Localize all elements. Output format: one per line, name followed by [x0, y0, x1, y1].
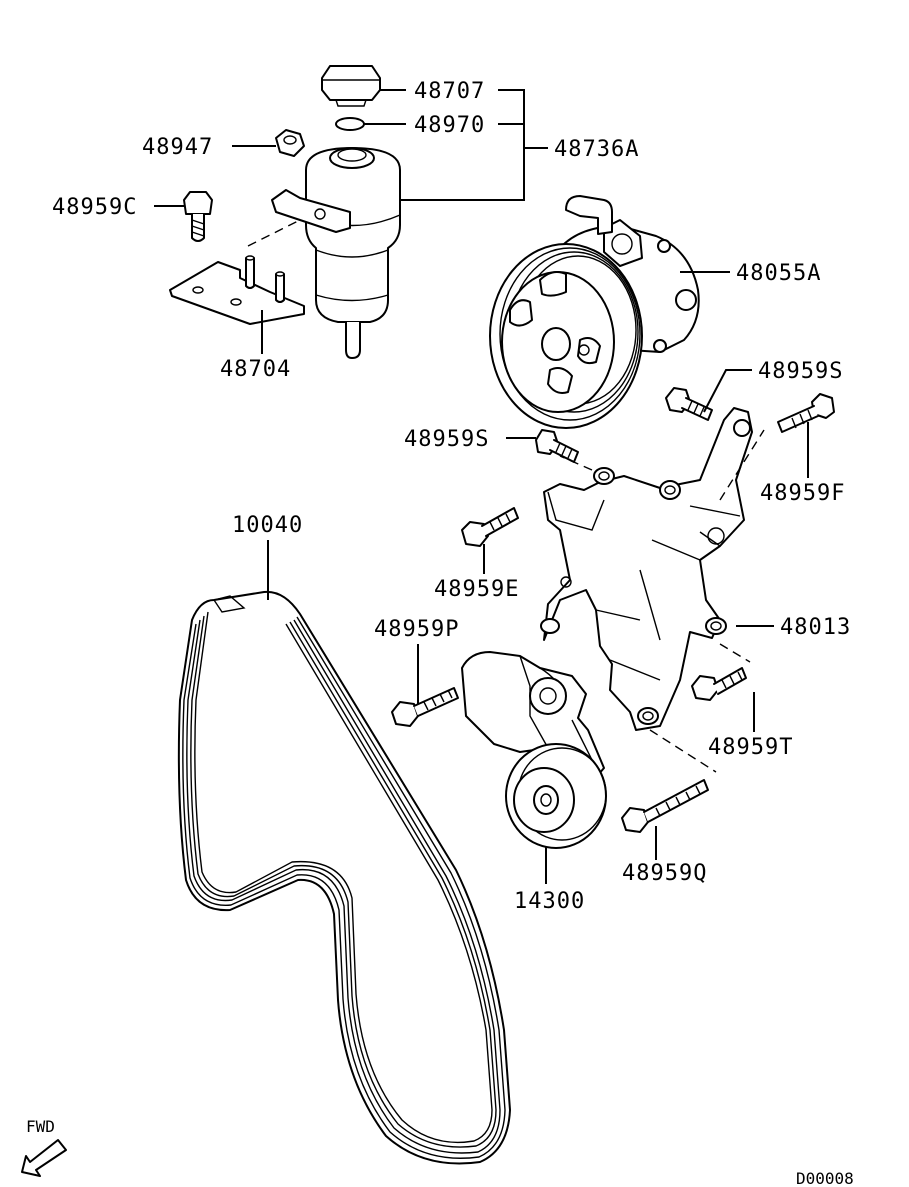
- label-o-ring: 48970: [414, 113, 485, 138]
- label-reservoir-assy: 48736A: [554, 137, 639, 162]
- label-bolt-p: 48959P: [374, 617, 459, 642]
- bolt-f[interactable]: [777, 393, 835, 433]
- label-bolt-t: 48959T: [708, 735, 793, 760]
- diagram-code: D00008: [796, 1169, 854, 1187]
- label-pump-bracket: 48013: [780, 615, 851, 640]
- label-tensioner: 14300: [514, 889, 585, 914]
- belt-tensioner[interactable]: [461, 651, 607, 849]
- power-steering-pump[interactable]: [489, 195, 700, 429]
- label-bolt-e: 48959E: [434, 577, 519, 602]
- pump-bracket[interactable]: [540, 407, 753, 731]
- label-cap: 48707: [414, 79, 485, 104]
- bolt-e[interactable]: [461, 507, 519, 547]
- label-belt: 10040: [232, 513, 303, 538]
- bolt-t[interactable]: [691, 667, 747, 701]
- bolt-p[interactable]: [391, 687, 459, 727]
- fwd-label: FWD: [26, 1117, 55, 1136]
- bolt-s-lower[interactable]: [535, 429, 579, 463]
- nut[interactable]: [275, 129, 305, 157]
- reservoir-bracket[interactable]: [169, 255, 305, 325]
- bolt-q[interactable]: [621, 779, 709, 833]
- label-bolt-c: 48959C: [52, 195, 137, 220]
- leader-lines: [154, 89, 809, 884]
- label-bolt-s-lower: 48959S: [404, 427, 489, 452]
- reservoir-cap[interactable]: [321, 65, 381, 107]
- bolt-s-upper[interactable]: [665, 387, 713, 421]
- label-bolt-s-upper: 48959S: [758, 359, 843, 384]
- label-nut: 48947: [142, 135, 213, 160]
- label-bolt-f: 48959F: [760, 481, 845, 506]
- label-bolt-q: 48959Q: [622, 861, 707, 886]
- label-bracket: 48704: [220, 357, 291, 382]
- label-pump: 48055A: [736, 261, 821, 286]
- o-ring[interactable]: [335, 117, 365, 131]
- bolt-c[interactable]: [183, 191, 213, 242]
- fwd-arrow-icon: [21, 1139, 67, 1177]
- v-belt[interactable]: [177, 590, 511, 1165]
- reservoir-tank[interactable]: [271, 147, 401, 359]
